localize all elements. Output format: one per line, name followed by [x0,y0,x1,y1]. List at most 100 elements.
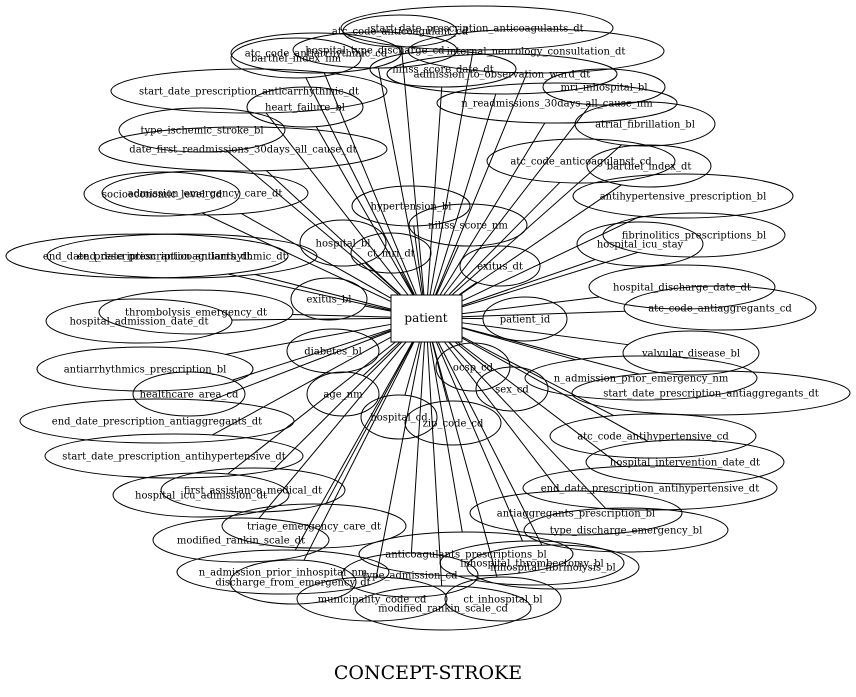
edge-fibrinolitics-prescriptions-bl [461,251,639,308]
attribute-node-n-admission-prior-inhospital-nm: n_admission_prior_inhospital_nm [176,549,390,595]
attribute-label: start_date_prescription_anticoagulants_d… [370,24,583,35]
edge-hospital-cd [404,341,421,396]
attribute-label: municipality_code_cd [318,595,427,606]
edge-start-date-prescription-antiaggregants-dt [461,326,640,375]
attribute-node-end-date-prescription-antiaggregants-dt: end_date_prescription_antiaggregants_dt [19,398,295,444]
edge-hospital-icu-admission-dt [227,341,397,475]
attribute-ellipse [358,531,574,577]
edge-atc-code-antihypertensive-cd [461,336,615,417]
edge-end-date-prescription-anticoagulants-dt [227,273,391,311]
edge-age-nm [362,341,401,377]
attribute-node-type-discharge-emergency-bl: type_discharge_emergency_bl [523,507,729,553]
attribute-ellipse [524,355,758,401]
attribute-label: start_date_prescription_antiaggregants_d… [603,389,819,400]
edge-heart-failure-bl [315,126,413,295]
attribute-node-ct-inhospital-bl: ct_inhospital_bl [444,576,562,622]
edge-modified-rankin-scale-dt [258,341,407,519]
patient-entity-box [390,294,463,343]
attribute-ellipse [230,32,402,74]
attribute-label: hospital_cd [370,413,428,424]
attribute-node-hospital-cd: hospital_cd [360,394,438,440]
attribute-label: valvular_disease_bl [641,349,740,360]
attribute-label: start_date_prescription_antihypertensive… [62,452,286,463]
edge-barthel-index-nm [305,77,415,295]
attribute-node-start-date-prescription-antihypertensive-dt: start_date_prescription_antihypertensive… [44,433,304,479]
attribute-ellipse [572,173,794,219]
attribute-node-antihypertensive-prescription-bl: antihypertensive_prescription_bl [572,173,794,219]
attribute-ellipse [623,285,817,331]
attribute-ellipse [152,517,330,563]
attribute-ellipse [306,371,380,417]
edge-barthel-index-dt [460,184,622,295]
attribute-node-first-assistance-medical-dt: first_assistance_medical_dt [160,467,346,513]
edge-hospital-admission-date-dt [231,317,391,321]
attribute-label: exitus_dt [477,262,523,273]
edge-nihss-score-date-dt [427,86,443,295]
edge-n-readmissions-30days-all-cause-nm [439,122,546,295]
edge-atrial-fibrillation-bl [452,144,622,295]
attribute-node-inhospital-thrombectomy-bl: inhospital_thrombectomy_bl [439,540,625,586]
edge-hospital-icu-stay [461,259,596,307]
edge-type-ischemic-stroke-bl [226,150,399,295]
attribute-node-end-date-prescription-anticoagulants-dt: end_date_prescription_anticoagulants_dt [5,233,289,279]
edge-atc-code-anticoagulanst-cd [448,182,561,295]
attribute-ellipse [522,465,778,511]
attribute-node-nihss-score-nm: nihss_score_nm [408,203,528,247]
edge-first-assistance-medical-dt [274,341,403,469]
attribute-node-discharge-from-emergency-dt: discharge_from_emergency_dt [215,559,371,605]
attribute-ellipse [132,371,246,417]
edge-sex-cd [454,341,491,372]
attribute-label: barthel_index_dt [607,162,692,173]
edge-start-date-prescription-anticoagulants-dt [429,49,474,295]
attribute-label: hospital_icu_stay [597,240,684,251]
attribute-label: nihss_score_nm [428,221,508,232]
edge-mri-inhospital-bl [443,104,591,295]
attribute-node-modified-rankin-scale-dt: modified_rankin_scale_dt [152,517,330,563]
attribute-ellipse [229,559,357,605]
attribute-ellipse [459,245,541,287]
attribute-node-nihss-score-date-dt: nihss_score_date_dt [369,50,517,88]
attribute-ellipse [549,413,757,459]
edge-date-first-readmissions-30days-all-cause-dt [266,170,401,295]
attribute-node-inhospital-fibrinolysis-bl: inhospital_fibrinolysis_bl [466,544,640,590]
attribute-ellipse [588,264,776,310]
attribute-ellipse [571,370,851,416]
attribute-node-start-date-prescription-anticarrhythmic-dt: start_date_prescription_anticarrhythmic_… [110,68,388,114]
attribute-label: ocsp_cd [453,363,494,374]
attribute-label: internal_neurology_consultation_dt [447,47,626,58]
attribute-ellipse [290,277,368,321]
attribute-label: start_date_prescription_anticarrhythmic_… [139,87,359,98]
center-entity: patient [390,294,463,343]
attribute-node-type-admission-cd: type_admission_cd [341,552,479,598]
edge-start-date-prescription-anticarrhythmic-dt [265,112,409,295]
attribute-ellipse [523,507,729,553]
attribute-ellipse [98,289,294,335]
attribute-label: patient_id [500,315,551,326]
attribute-label: end_date_prescription_anticoagulants_dt [43,252,251,263]
attribute-node-patient-id: patient_id [482,296,568,342]
attribute-node-exitus-bl: exitus_bl [290,277,368,321]
attribute-node-heart-failure-bl: heart_failure_bl [246,86,364,128]
attribute-ellipse [466,544,640,590]
attribute-label: hospital_bl [316,239,371,250]
attribute-ellipse [360,394,438,440]
attribute-node-atc-code-antiarrhythmic-cd: atc_code_antiarrhythmic_cd [230,32,402,74]
attribute-label: sex_cd [495,385,529,396]
attribute-node-hospital-bl: hospital_bl [299,219,387,267]
attribute-node-modified-rankin-scale-cd: modified_rankin_scale_cd [354,585,532,631]
attribute-ellipse [160,467,346,513]
attribute-ellipse [436,82,678,124]
attribute-label: type_ischemic_stroke_bl [140,126,263,137]
attribute-ellipse [341,552,479,598]
attribute-ellipse [444,576,562,622]
attribute-node-end-date-prescription-antihypertensive-dt: end_date_prescription_antihypertensive_d… [522,465,778,511]
attribute-label: type_admission_cd [363,571,459,582]
attribute-ellipse [351,185,471,227]
attribute-label: admission_emergency_care_dt [128,189,283,200]
edge-atc-code-antiaggregants-cd [461,310,626,318]
attribute-ellipse [246,86,364,128]
attribute-ellipse [36,346,254,392]
attribute-label: atc_code_antiarrhythmic_cd [245,49,388,60]
attribute-label: hospital_icu_admission_dt [135,491,267,502]
attribute-node-exitus-dt: exitus_dt [459,245,541,287]
